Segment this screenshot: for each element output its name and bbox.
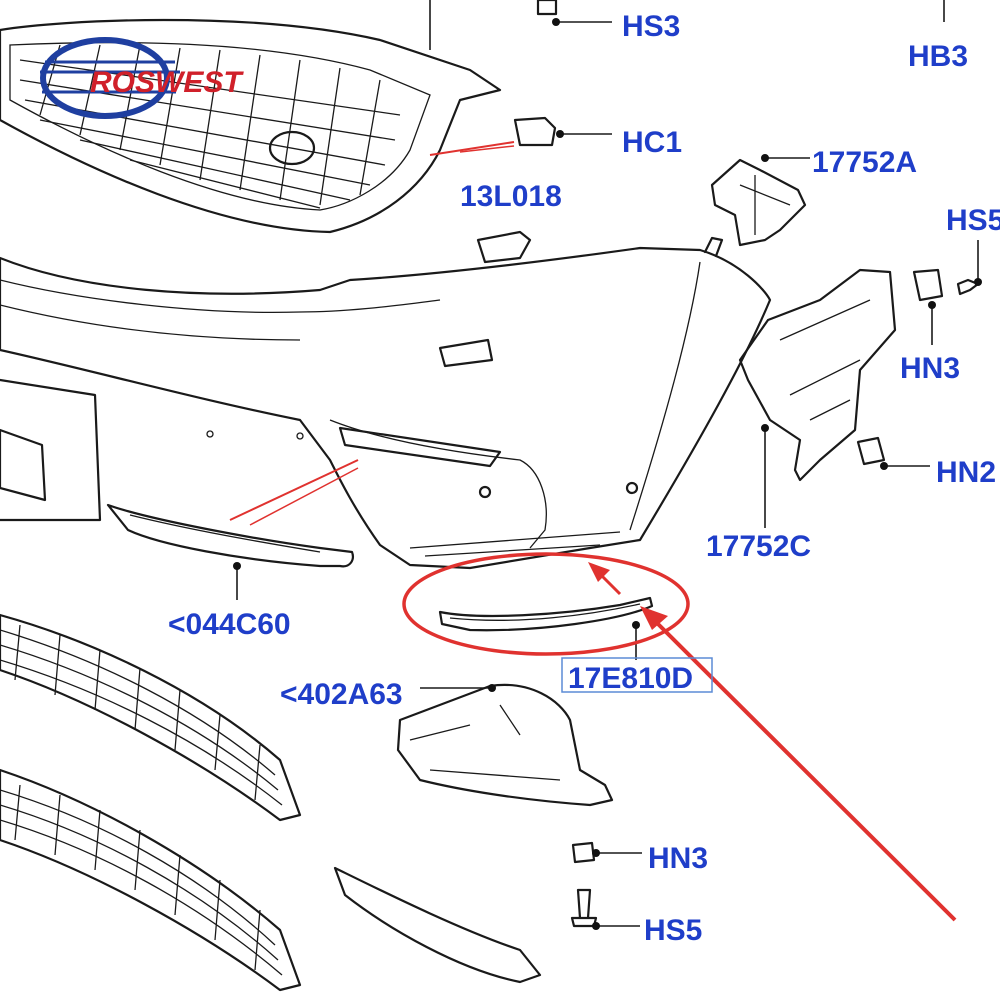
bracket-17752c xyxy=(738,268,897,482)
washer-cover-slot xyxy=(438,338,494,368)
label-402a63: <402A63 xyxy=(280,678,403,711)
fastener-hc1 xyxy=(513,116,557,147)
arrowhead xyxy=(640,606,668,630)
fastener-hs5-bottom xyxy=(570,888,598,928)
highlight-circle xyxy=(402,552,690,656)
bumper-clip xyxy=(703,236,724,258)
callout-box xyxy=(561,657,713,693)
license-plate-bracket xyxy=(0,378,102,522)
label-hn3-bottom: HN3 xyxy=(648,842,708,875)
fastener-hn3-right xyxy=(912,268,944,302)
label-hs5-right: HS5 xyxy=(946,204,1000,237)
front-bumper xyxy=(0,236,772,570)
logo-text: ROSWEST xyxy=(90,66,244,99)
lower-grille-mesh xyxy=(0,768,302,992)
bumper-trim-strip xyxy=(438,596,654,632)
lower-splitter xyxy=(333,866,542,984)
red-highlight xyxy=(229,141,957,922)
bracket-17752a xyxy=(710,158,807,247)
label-17752c: 17752C xyxy=(706,530,811,563)
fastener-hn2 xyxy=(856,436,886,466)
washer-cover-13l018 xyxy=(476,230,532,264)
label-044c60: <044C60 xyxy=(168,608,291,641)
fastener-hs5-right xyxy=(956,278,980,296)
leader-lines xyxy=(233,0,982,930)
upper-grille xyxy=(0,18,502,234)
grille-mesh xyxy=(19,44,401,209)
label-hn2: HN2 xyxy=(936,456,996,489)
label-hs3: HS3 xyxy=(622,10,680,43)
label-hs5-bottom: HS5 xyxy=(644,914,702,947)
label-13l018: 13L018 xyxy=(460,180,562,213)
label-hc1: HC1 xyxy=(622,126,682,159)
highlight-arrow xyxy=(648,614,957,922)
fastener-hs3 xyxy=(536,0,558,16)
label-17e810d: 17E810D xyxy=(568,662,693,695)
parking-sensor xyxy=(625,481,639,495)
lower-grille xyxy=(0,613,302,822)
label-hn3-right: HN3 xyxy=(900,352,960,385)
label-17752a: 17752A xyxy=(812,146,917,179)
fastener-hn3-bottom xyxy=(571,841,596,864)
label-hb3: HB3 xyxy=(908,40,968,73)
arrowhead xyxy=(588,562,610,582)
fog-lamp-bezel xyxy=(106,503,354,568)
lower-corner-bracket xyxy=(396,683,614,807)
logo: ROSWEST xyxy=(40,37,244,119)
bumper-vent xyxy=(338,426,502,468)
parking-sensor xyxy=(478,485,492,499)
grille-emblem xyxy=(268,130,316,166)
